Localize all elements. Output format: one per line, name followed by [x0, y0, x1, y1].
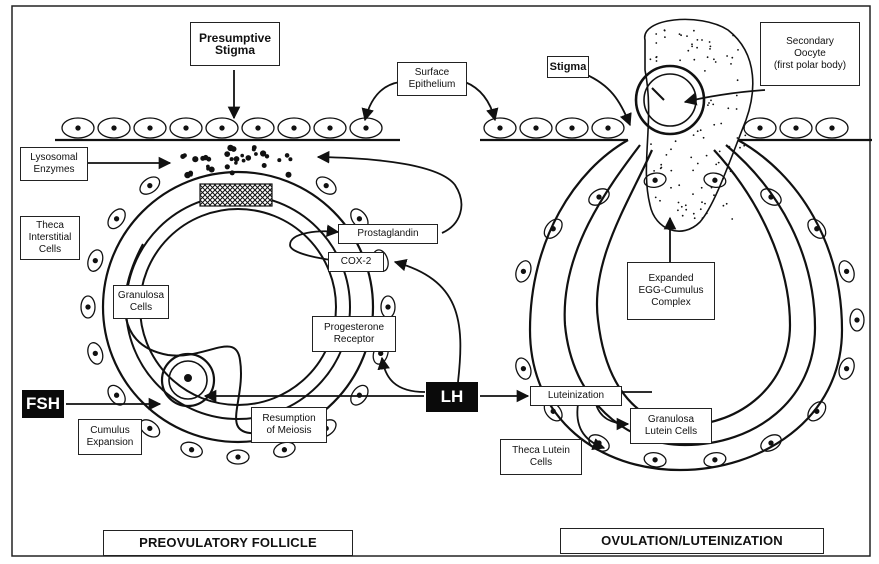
label-cox2: COX-2 — [328, 252, 384, 272]
oocyte-inner — [168, 360, 208, 400]
label-luteinization: Luteinization — [530, 386, 622, 406]
preovulatory-follicle-drawing — [101, 170, 375, 444]
label-lysosomal-enzymes: Lysosomal Enzymes — [20, 147, 88, 181]
label-expanded-egg-cumulus-complex: Expanded EGG-Cumulus Complex — [627, 262, 715, 320]
label-theca-interstitial-cells: Theca Interstitial Cells — [20, 216, 80, 260]
caption-ovulation-luteinization: OVULATION/LUTEINIZATION — [560, 528, 824, 554]
oocyte-outer — [160, 352, 216, 408]
label-prostaglandin: Prostaglandin — [338, 224, 438, 244]
ruptured-follicle-drawing — [528, 18, 844, 472]
label-theca-lutein-cells: Theca Lutein Cells — [500, 439, 582, 475]
secondary-oocyte-outer — [634, 64, 706, 136]
arrow-secondary-oocyte — [683, 89, 766, 106]
theca-cells-right — [515, 172, 865, 468]
epithelial-cells — [61, 117, 849, 139]
arrow-lh-cox2 — [393, 258, 462, 383]
arrow-surface-epithelium-right — [464, 81, 499, 122]
label-granulosa-lutein-cells: Granulosa Lutein Cells — [630, 408, 712, 444]
label-surface-epithelium: Surface Epithelium — [397, 62, 467, 96]
oocyte-nucleus — [184, 374, 192, 382]
arrow-surface-epithelium-left — [361, 81, 401, 122]
caption-preovulatory-follicle: PREOVULATORY FOLLICLE — [103, 530, 353, 556]
arrow-prostaglandin — [316, 150, 463, 234]
arrow-lh-progesterone — [377, 356, 426, 393]
arrow-granulosa-lutein — [595, 403, 630, 431]
diagram-frame — [11, 5, 871, 557]
cumulus-speckles — [649, 29, 747, 220]
label-progesterone-receptor: Progesterone Receptor — [312, 316, 396, 352]
secondary-oocyte-inner — [643, 73, 697, 127]
lysosomal-particles — [180, 144, 293, 179]
arrow-theca-lutein — [576, 403, 606, 451]
label-secondary-oocyte: Secondary Oocyte (first polar body) — [760, 22, 860, 86]
label-stigma: Stigma — [547, 56, 589, 78]
label-fsh: FSH — [22, 390, 64, 418]
label-resumption-of-meiosis: Resumption of Meiosis — [251, 407, 327, 443]
label-presumptive-stigma: Presumptive Stigma — [190, 22, 280, 66]
label-granulosa-cells: Granulosa Cells — [113, 285, 169, 319]
label-lh: LH — [426, 382, 478, 412]
hatched-stigma-region — [199, 183, 273, 207]
arrow-stigma — [584, 73, 632, 127]
label-cumulus-expansion: Cumulus Expansion — [78, 419, 142, 455]
arrows — [66, 70, 766, 451]
